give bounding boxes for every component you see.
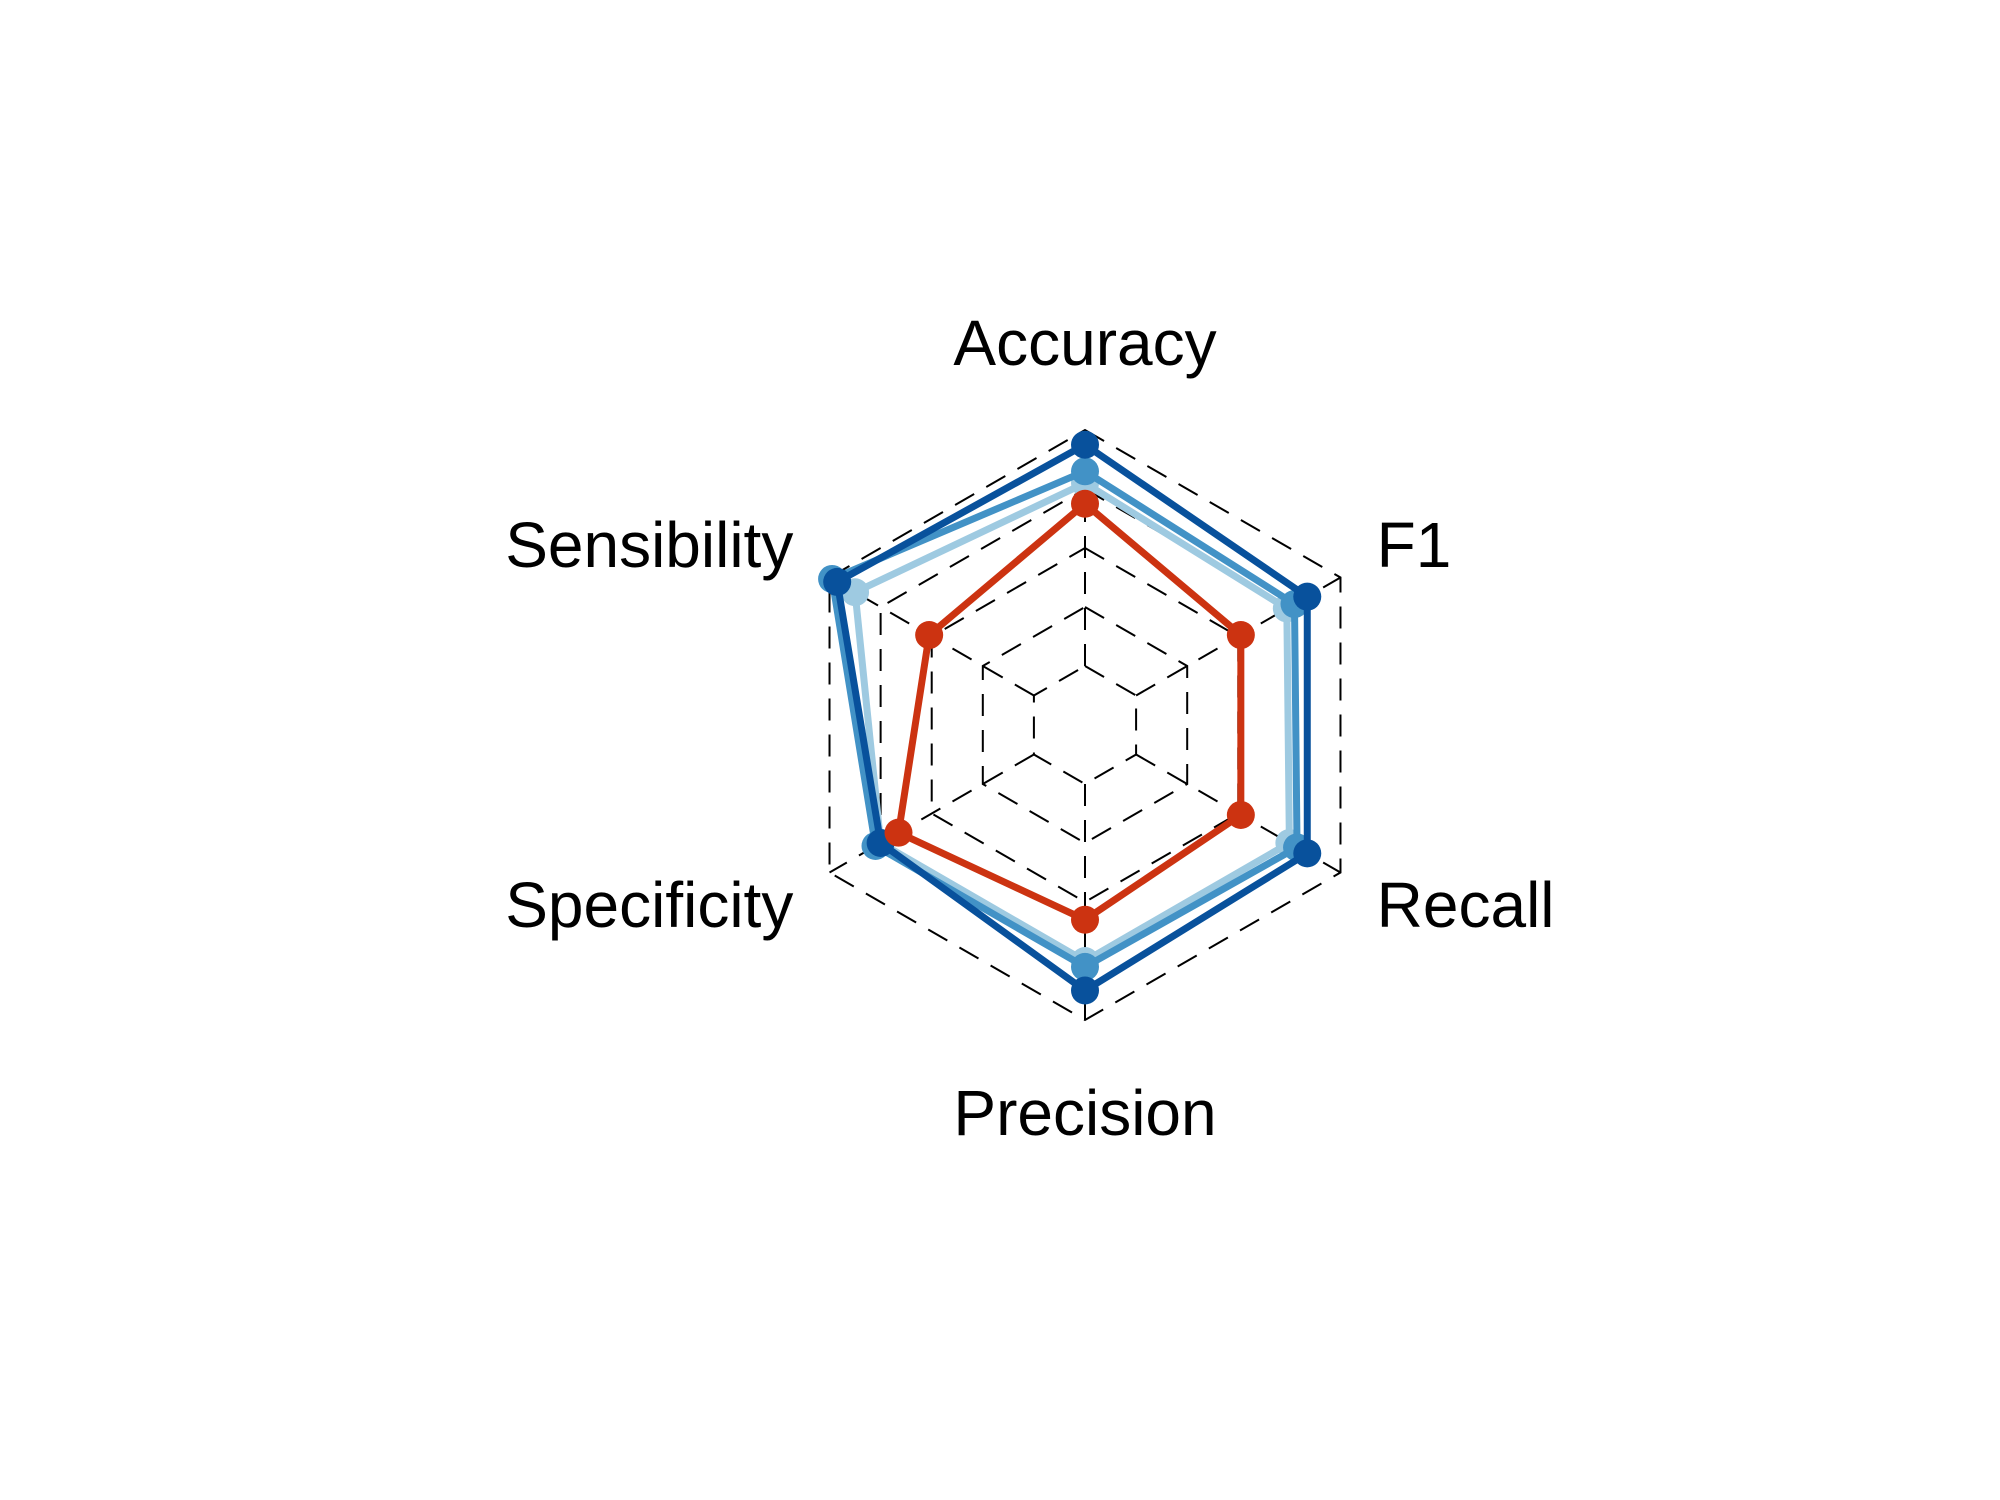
series-3 xyxy=(823,430,1322,1005)
series-2-point-1 xyxy=(1071,457,1099,486)
series-4-point-1 xyxy=(1071,489,1099,518)
series-3-line xyxy=(833,440,1311,995)
series-3-point-3 xyxy=(1293,839,1322,868)
axis-label-precision: Precision xyxy=(953,1077,1216,1149)
axis-label-f1: F1 xyxy=(1377,509,1452,581)
axis-label-sensibility: Sensibility xyxy=(505,509,793,581)
series-3-point-2 xyxy=(1293,582,1322,611)
grid-ring-2 xyxy=(981,605,1189,845)
series-4 xyxy=(884,489,1255,934)
grid-ring-1 xyxy=(1032,664,1138,786)
series-layer xyxy=(818,430,1322,1005)
axis-label-specificity: Specificity xyxy=(505,869,793,941)
series-3-point-6 xyxy=(823,567,852,596)
series-4-point-6 xyxy=(915,621,944,650)
axis-label-recall: Recall xyxy=(1377,869,1555,941)
series-4-point-2 xyxy=(1226,621,1255,650)
series-4-point-4 xyxy=(1071,905,1099,934)
series-4-point-3 xyxy=(1226,800,1255,829)
axis-label-accuracy: Accuracy xyxy=(953,307,1216,379)
series-2-point-4 xyxy=(1071,952,1099,981)
series-3-point-4 xyxy=(1071,976,1099,1005)
series-3-point-1 xyxy=(1071,430,1099,459)
series-2 xyxy=(818,457,1312,981)
series-4-point-5 xyxy=(884,818,913,847)
